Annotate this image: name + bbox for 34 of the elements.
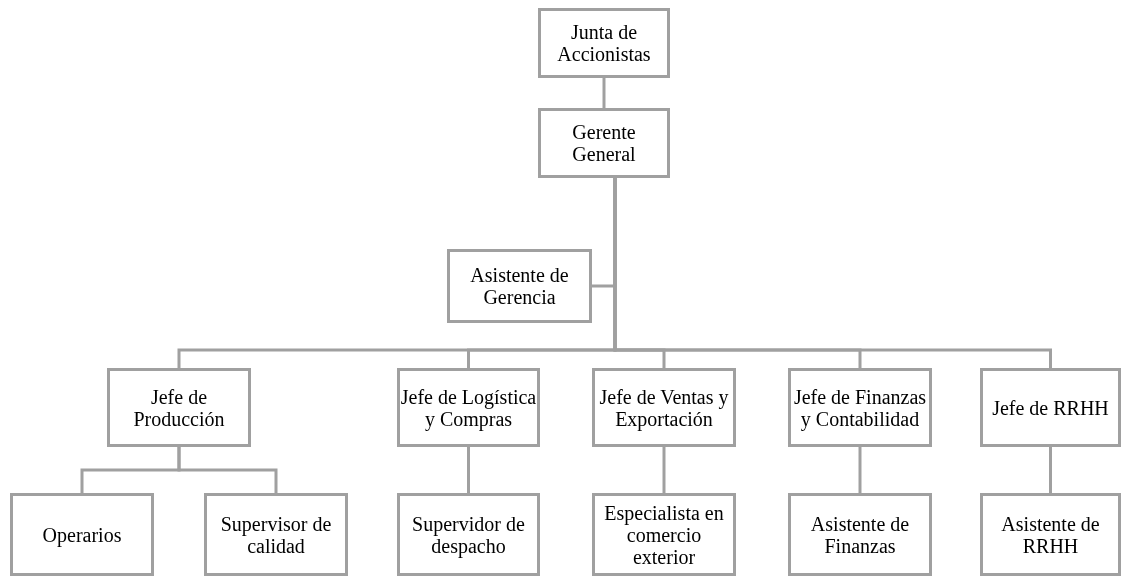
connector-line bbox=[467, 447, 470, 493]
org-box bbox=[107, 368, 251, 447]
position-title: Asistente de Finanzas bbox=[809, 512, 911, 557]
position-title: Jefe de Finanzas y Contabilidad bbox=[792, 385, 928, 430]
position-title: Jefe de RRHH bbox=[992, 396, 1109, 419]
connector-line bbox=[177, 447, 278, 493]
connector-line bbox=[602, 78, 606, 108]
org-box bbox=[204, 493, 348, 576]
position-title: Especialista en comercio exterior bbox=[603, 501, 725, 568]
org-box bbox=[538, 108, 670, 178]
org-box bbox=[10, 493, 154, 576]
org-box bbox=[447, 249, 592, 323]
org-box bbox=[397, 368, 540, 447]
position-title: Junta de Accionistas bbox=[556, 21, 652, 65]
org-box bbox=[980, 368, 1121, 447]
org-box bbox=[980, 493, 1121, 576]
position-title: Asistente de Gerencia bbox=[469, 264, 570, 308]
org-box bbox=[592, 493, 736, 576]
position-title: Operarios bbox=[42, 523, 122, 546]
org-box bbox=[788, 368, 932, 447]
org-box bbox=[397, 493, 540, 576]
position-title: Jefe de Producción bbox=[132, 385, 226, 430]
org-box bbox=[788, 493, 932, 576]
position-title: Supervidor de despacho bbox=[411, 512, 526, 557]
org-box bbox=[538, 8, 670, 78]
org-box bbox=[592, 368, 736, 447]
connector-line bbox=[1049, 447, 1052, 493]
position-title: Supervisor de calidad bbox=[219, 512, 333, 557]
position-title: Jefe de Ventas y Exportación bbox=[598, 385, 730, 430]
connector-line bbox=[662, 447, 666, 493]
position-title: Asistente de RRHH bbox=[1000, 512, 1101, 557]
connector-line bbox=[858, 447, 862, 493]
position-title: Gerente General bbox=[571, 121, 637, 165]
position-title: Jefe de Logística y Compras bbox=[400, 385, 537, 430]
